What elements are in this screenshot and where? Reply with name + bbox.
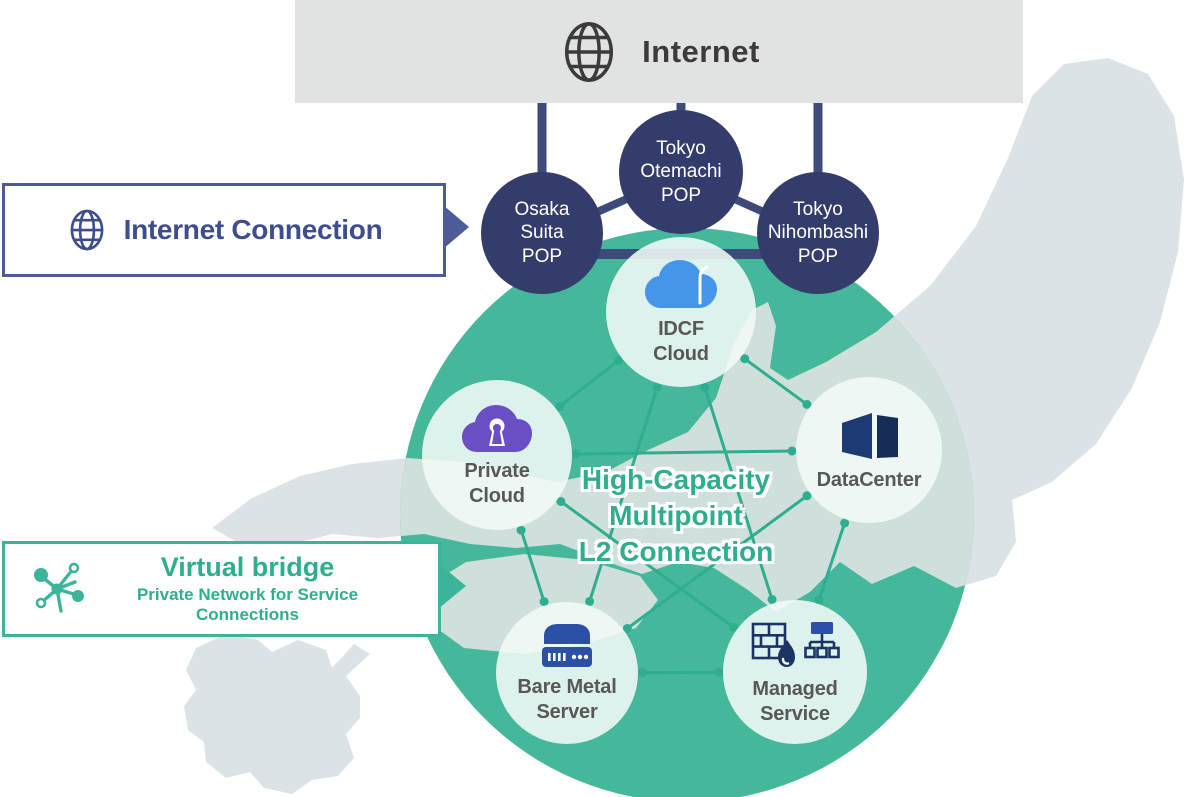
pop-osaka-suita-label: Osaka Suita POP xyxy=(514,198,570,267)
service-idcf-cloud-label: IDCF Cloud xyxy=(653,318,709,365)
pop-osaka-suita: Osaka Suita POP xyxy=(481,172,603,294)
globe-icon xyxy=(565,21,614,82)
virtual-bridge-title: Virtual bridge xyxy=(160,552,335,583)
service-idcf-cloud: IDCF Cloud xyxy=(606,237,756,387)
globe-icon xyxy=(70,209,104,251)
service-managed-service: Managed Service xyxy=(723,600,867,744)
service-private-cloud: Private Cloud xyxy=(422,380,572,530)
internet-banner-label: Internet xyxy=(642,33,760,69)
service-private-cloud-label: Private Cloud xyxy=(464,460,530,507)
cloud-lock-icon xyxy=(462,405,532,453)
service-datacenter-label: DataCenter xyxy=(816,469,922,492)
internet-banner: Internet xyxy=(295,0,1023,103)
internet-connection-title: Internet Connection xyxy=(123,214,383,245)
l2-connection-label: High-Capacity Multipoint L2 Connection xyxy=(578,464,774,567)
internet-connection-arrow xyxy=(443,205,469,249)
building-icon xyxy=(842,413,898,460)
cloud-icon xyxy=(645,260,717,309)
service-bare-metal-server-label: Bare Metal Server xyxy=(517,676,617,723)
pop-tokyo-nihombashi-label: Tokyo Nihombashi POP xyxy=(767,198,869,267)
internet-connection-callout: Internet Connection xyxy=(2,183,446,277)
virtual-bridge-subtitle: Private Network for Service Connections xyxy=(136,584,359,624)
pop-tokyo-otemachi-label: Tokyo Otemachi POP xyxy=(640,137,722,206)
mesh-network-lines xyxy=(516,354,850,678)
service-managed-service-label: Managed Service xyxy=(752,678,838,725)
service-datacenter: DataCenter xyxy=(796,377,942,523)
pop-tokyo-nihombashi: Tokyo Nihombashi POP xyxy=(757,172,879,294)
server-icon xyxy=(542,624,592,668)
network-hub-icon xyxy=(31,559,87,620)
pop-tokyo-otemachi: Tokyo Otemachi POP xyxy=(619,110,743,234)
firewall-network-icon xyxy=(751,622,840,668)
service-bare-metal-server: Bare Metal Server xyxy=(496,602,638,744)
virtual-bridge-arrow xyxy=(438,563,466,609)
virtual-bridge-callout: Virtual bridge Private Network for Servi… xyxy=(2,541,441,637)
